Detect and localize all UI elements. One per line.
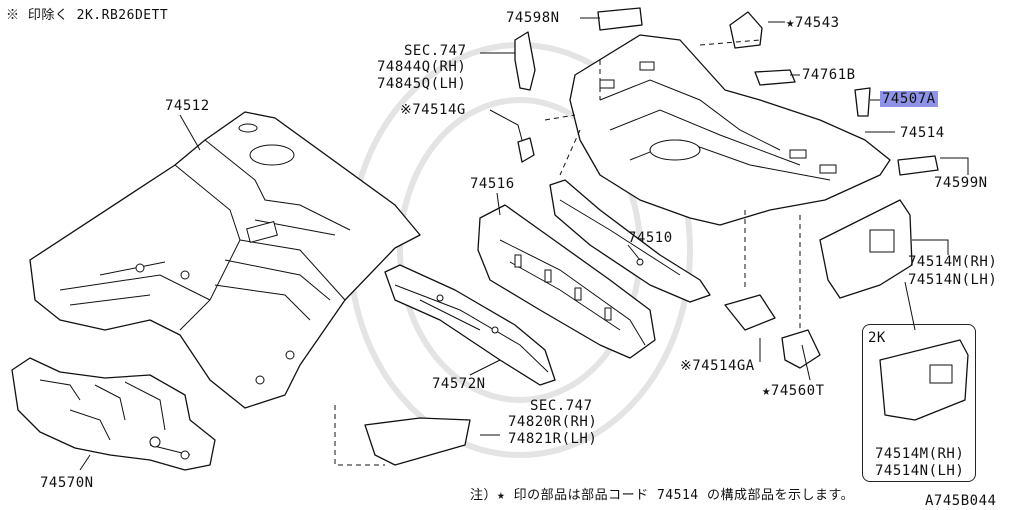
label-74514G: ※74514G (400, 102, 466, 118)
label-74570N: 74570N (40, 475, 94, 491)
label-74507A: 74507A (880, 91, 938, 107)
label-74560T: ★74560T (762, 383, 825, 399)
inset-label-74514N: 74514N(LH) (875, 463, 965, 479)
label-74844Q: 74844Q(RH) (377, 59, 467, 75)
label-74598N: 74598N (506, 10, 560, 26)
bracket-74844Q (514, 31, 536, 91)
label-sec747-bottom: SEC.747 (530, 398, 593, 414)
inset-panel-drawing (879, 339, 969, 421)
mount-74560T (781, 329, 821, 369)
inset-box (862, 324, 976, 482)
inset-tag: 2K (868, 330, 886, 346)
label-74599N: 74599N (934, 175, 988, 191)
label-74512: 74512 (165, 98, 210, 114)
highlighted-part-number[interactable]: 74507A (880, 91, 938, 107)
plug-74507A (854, 87, 871, 117)
label-74514N: 74514N(LH) (908, 272, 998, 288)
rear-floor-74514 (569, 34, 891, 226)
bracket-74820R (364, 417, 471, 466)
footer-note: 注）★ 印の部品は部品コード 74514 の構成部品を示します。 (470, 488, 855, 503)
header-note: ※ 印除く 2K.RB26DETT (6, 8, 169, 23)
small-parts (364, 7, 939, 466)
bracket-74761B (754, 69, 796, 86)
mount-74543 (729, 11, 763, 49)
label-74516: 74516 (470, 176, 515, 192)
inset-label-74514M: 74514M(RH) (875, 446, 965, 462)
label-74543: ★74543 (786, 15, 840, 31)
label-74514GA: ※74514GA (680, 358, 755, 374)
bracket-74599N (897, 155, 939, 176)
label-74821R: 74821R(LH) (508, 431, 598, 447)
bracket-74514GA (724, 294, 776, 331)
label-74845Q: 74845Q(LH) (377, 76, 467, 92)
diagram-code: A745B044 (925, 493, 997, 509)
label-74761B: 74761B (802, 67, 856, 83)
leader-lines (79, 17, 969, 471)
label-74572N: 74572N (432, 376, 486, 392)
bracket-74514G (517, 137, 535, 163)
member-74516 (477, 204, 656, 359)
label-74820R: 74820R(RH) (508, 414, 598, 430)
label-74514: 74514 (900, 125, 945, 141)
label-sec747-top: SEC.747 (404, 43, 467, 59)
label-74510: 74510 (628, 230, 673, 246)
rear-panel-74514M (819, 199, 913, 299)
label-74514M: 74514M(RH) (908, 254, 998, 270)
member-74572N (384, 264, 556, 386)
bracket-74598N (597, 7, 643, 31)
panel-74570N (11, 357, 216, 471)
front-floor-74512 (29, 111, 421, 409)
member-74510 (549, 179, 711, 303)
